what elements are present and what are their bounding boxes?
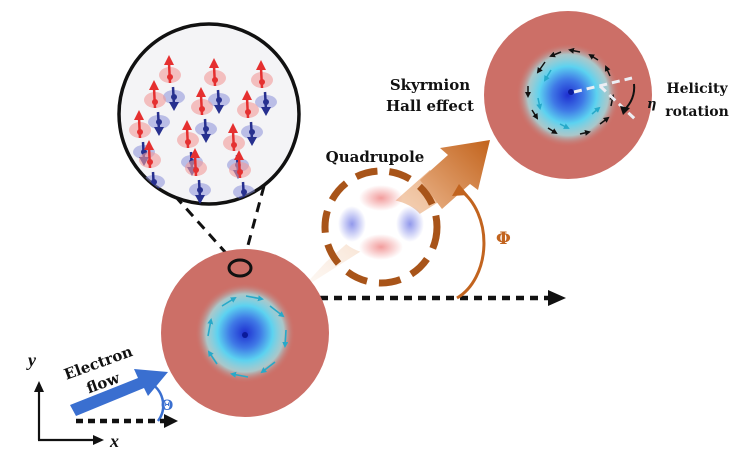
x-dashed-arrow-head <box>164 414 178 428</box>
zoom-loop-icon <box>227 258 253 278</box>
spin-pair <box>144 80 170 136</box>
spin-pair <box>204 58 230 114</box>
zoom-line-left <box>173 195 236 263</box>
spin-pair <box>237 90 263 146</box>
phi-angle-arc <box>456 188 486 300</box>
skyrmion-top <box>484 11 652 179</box>
zoom-line-right <box>242 185 266 261</box>
axis-y-label: y <box>26 350 37 370</box>
reference-arrow-head <box>548 290 566 306</box>
theta-angle-arc <box>151 382 165 422</box>
spin-pair <box>191 87 217 143</box>
axis-x-label: x <box>109 431 119 451</box>
hall-direction-arrow <box>420 140 490 209</box>
spin-pair <box>185 148 211 204</box>
spin-pair <box>251 60 277 116</box>
y-axis-arrow <box>34 381 44 392</box>
quadrupole-ring <box>321 167 441 287</box>
helicity-label-2: rotation <box>665 104 729 120</box>
helicity-label-1: Helicity <box>666 81 728 97</box>
quadrupole-label: Quadrupole <box>326 148 425 166</box>
theta-label: Θ <box>161 398 173 414</box>
eta-label: η <box>647 97 656 112</box>
skyrmion-hall-label-1: Skyrmion <box>390 76 470 94</box>
spin-pair <box>159 55 185 111</box>
spin-inset <box>117 22 301 206</box>
skyrmion-bottom <box>161 249 329 417</box>
phi-arc-head <box>452 184 468 196</box>
phi-label: Φ <box>496 229 511 249</box>
electron-flow-arrow <box>70 369 168 416</box>
skyrmion-hall-label-2: Hall effect <box>386 97 474 115</box>
x-axis-arrow <box>93 435 104 445</box>
quadrupole-pattern <box>337 185 425 260</box>
